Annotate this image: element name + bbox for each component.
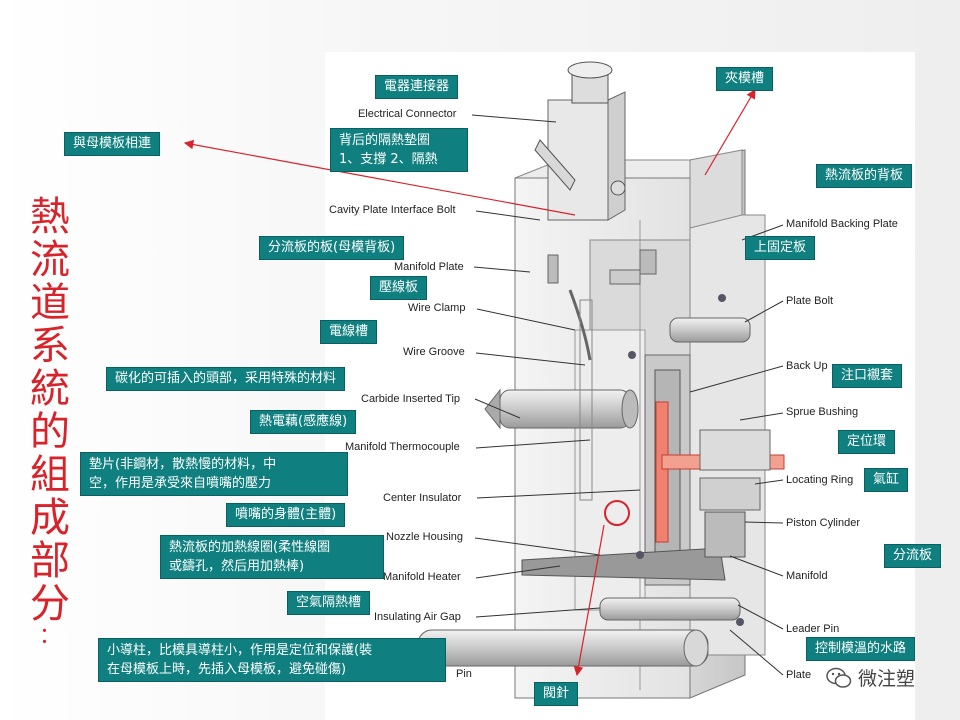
label-manifold-thermocouple: Manifold Thermocouple [345,441,460,453]
wechat-icon [826,667,852,688]
callout-line: 空，作用是承受來自噴嘴的壓力 [89,476,272,491]
title-char: 道 [30,280,70,326]
title-char: 分 [30,581,70,627]
callout-wire-groove: 電線槽 [320,320,378,344]
callout-top-clamp-plate: 上固定板 [745,236,816,260]
title-char: 組 [30,452,70,498]
callout-nozzle-body: 噴嘴的身體(主體) [226,503,346,527]
callout-connect-cavity-plate: 與母模板相連 [64,132,161,156]
callout-cylinder: 氣缸 [864,468,909,492]
label-manifold: Manifold [786,570,828,582]
title-char: ： [38,624,61,649]
title-char: 流 [30,237,70,283]
label-cavity-plate-interface-bolt: Cavity Plate Interface Bolt [329,204,456,216]
callout-line: 或鑄孔，然后用加熱棒) [169,559,305,574]
label-nozzle-housing: Nozzle Housing [386,531,464,543]
mold-assembly [417,149,785,699]
watermark-text: 微注塑 [858,668,916,690]
callout-manifold-plate: 分流板的板(母模背板) [259,236,405,260]
callout-line: 墊片(非鋼材，散熱慢的材料，中 [89,457,277,472]
callout-carbide-tip: 碳化的可插入的頭部，采用特殊的材料 [106,367,346,391]
callout-water-line: 控制模溫的水路 [806,637,916,661]
title-char: 成 [30,495,70,541]
label-manifold-backing-plate: Manifold Backing Plate [786,218,898,230]
callout-back-insulation-pad: 背后的隔熱墊圈 1、支撐 2、隔熱 [330,128,468,172]
callout-line: 背后的隔熱墊圈 [339,133,431,148]
label-piston-cylinder: Piston Cylinder [786,517,860,529]
callout-manifold-heater: 熱流板的加熱線圈(柔性線圈 或鑄孔，然后用加熱棒) [160,535,384,579]
callout-valve-pin: 閥針 [534,682,579,706]
label-plate-bolt: Plate Bolt [786,295,834,307]
title-char: 統 [30,366,70,412]
label-leader-pin: Leader Pin [786,623,840,635]
callout-line: 1、支撐 2、隔熱 [339,152,438,167]
callout-clamp-slot: 夾模槽 [716,67,774,91]
label-pin: Pin [456,668,472,680]
label-wire-groove: Wire Groove [403,346,465,358]
callout-manifold-backing-plate: 熱流板的背板 [816,164,913,188]
title-char: 熱 [30,194,70,240]
red-arrows [183,88,756,677]
highlight-circle [604,500,630,526]
label-center-insulator: Center Insulator [383,492,462,504]
title-char: 的 [30,409,70,455]
callout-manifold: 分流板 [884,544,942,568]
vertical-title: 熱 流 道 系 統 的 組 成 部 分 ： [22,196,78,648]
label-wire-clamp: Wire Clamp [408,302,466,314]
callout-electrical-connector: 電器連接器 [375,75,459,99]
label-electrical-connector: Electrical Connector [358,108,457,120]
label-insulating-air-gap: Insulating Air Gap [374,611,461,623]
watermark: 微注塑 [826,664,915,691]
callout-line: 熱流板的加熱線圈(柔性線圈 [169,540,331,555]
label-manifold-plate: Manifold Plate [394,261,464,273]
label-plate: Plate [786,669,812,681]
electrical-connector-drawing [534,61,626,221]
label-manifold-heater: Manifold Heater [383,571,461,583]
callout-thermocouple: 熱電藕(感應線) [250,410,357,434]
label-carbide-inserted-tip: Carbide Inserted Tip [361,393,461,405]
label-back-up: Back Up [786,360,828,372]
callout-pad: 墊片(非鋼材，散熱慢的材料，中 空，作用是承受來自噴嘴的壓力 [80,452,348,496]
label-sprue-bushing: Sprue Bushing [786,406,859,418]
callout-wire-clamp: 壓線板 [370,276,428,300]
callout-air-gap: 空氣隔熱槽 [287,591,371,615]
title-char: 部 [30,538,70,584]
callout-sprue-bushing: 注口襯套 [832,364,903,388]
callout-locating-ring: 定位環 [838,430,896,454]
label-locating-ring: Locating Ring [786,474,854,486]
callout-leader-pin: 小導柱，比模具導柱小，作用是定位和保護(裝 在母模板上時，先插入母模板，避免碰傷… [98,638,446,682]
title-char: 系 [30,323,70,369]
callout-line: 小導柱，比模具導柱小，作用是定位和保護(裝 [107,643,373,658]
callout-line: 在母模板上時，先插入母模板，避免碰傷) [107,662,347,677]
